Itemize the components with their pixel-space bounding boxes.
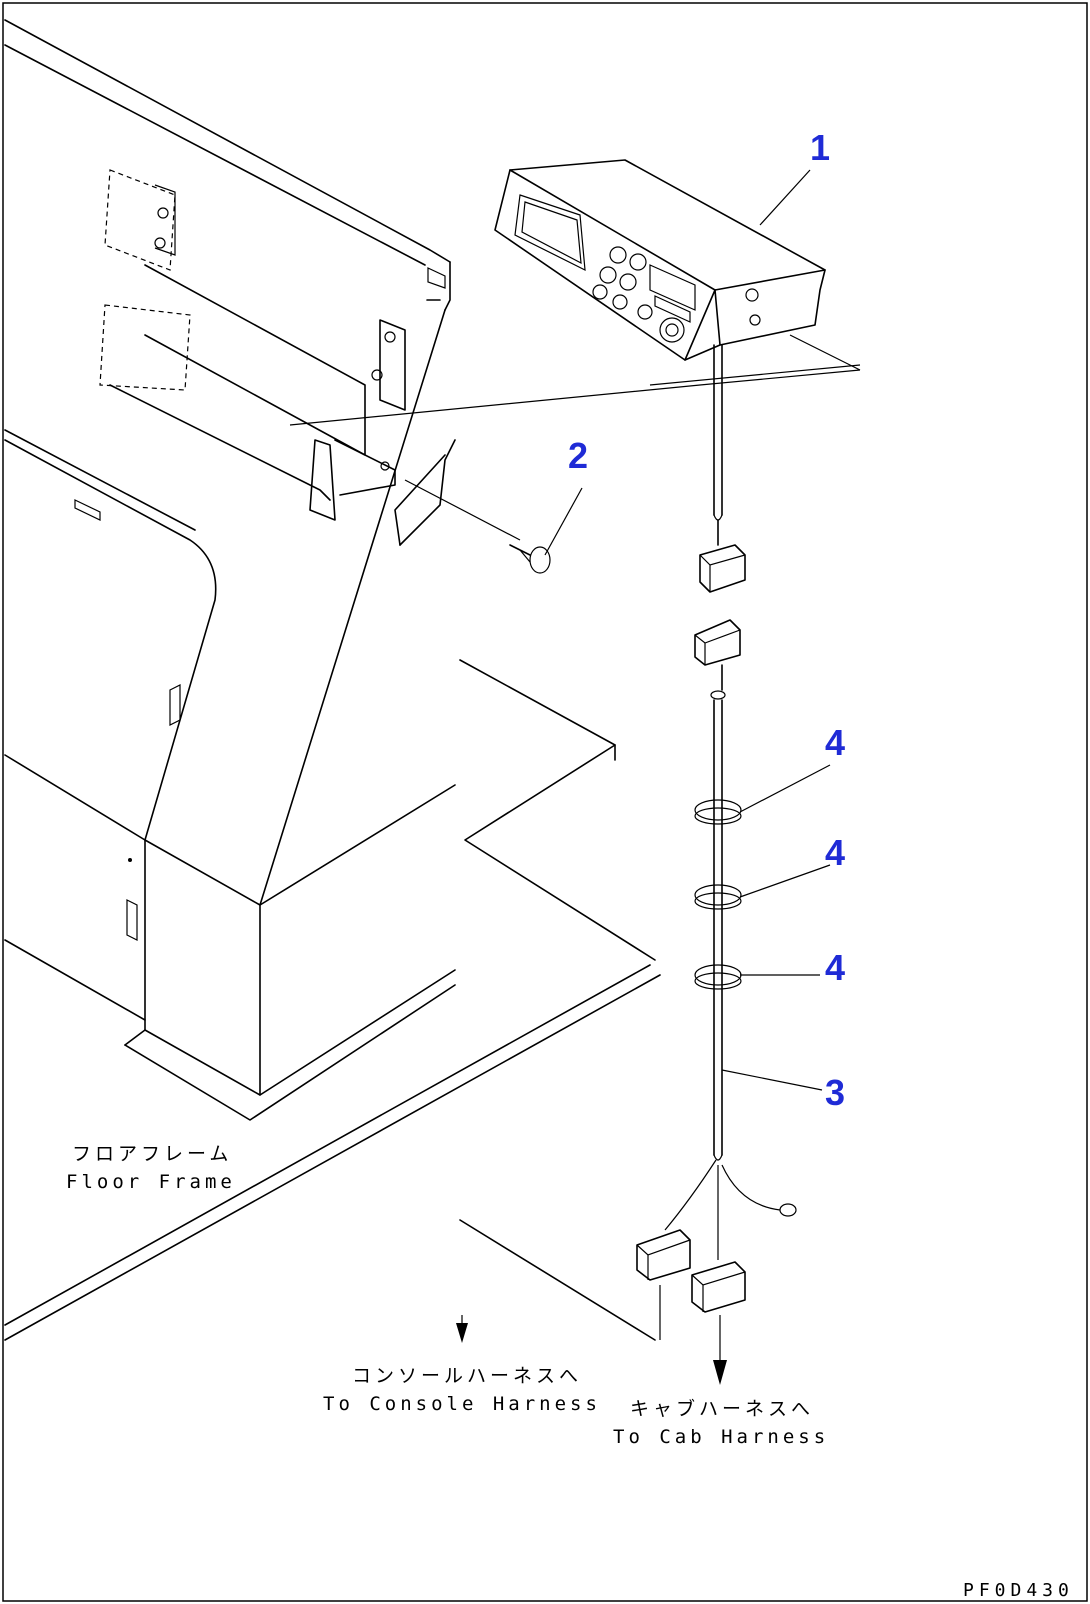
mounting-guides: [289, 334, 861, 541]
floor-frame-label-jp: フロアフレーム: [72, 1143, 232, 1165]
console-harness-label-en: To Console Harness: [323, 1393, 601, 1415]
callout-1: 1: [810, 127, 830, 168]
callout-2: 2: [568, 435, 588, 476]
callout-4a: 4: [825, 722, 845, 763]
cab-harness-label-jp: キャブハーネスへ: [630, 1397, 814, 1420]
callout-4b: 4: [825, 832, 845, 873]
wiring-harness: [456, 344, 823, 1385]
clamps: [694, 764, 831, 990]
monitor-unit: [494, 159, 826, 361]
cab-harness-label-en: To Cab Harness: [613, 1426, 829, 1448]
screw: [509, 487, 583, 574]
console-harness-label-jp: コンソールハーネスへ: [352, 1365, 582, 1387]
console-frame: [4, 19, 661, 1341]
drawing-code: PF0D430: [963, 1580, 1074, 1601]
callout-3: 3: [825, 1072, 845, 1113]
floor-frame-label-en: Floor Frame: [66, 1171, 236, 1193]
callout-4c: 4: [825, 947, 845, 988]
